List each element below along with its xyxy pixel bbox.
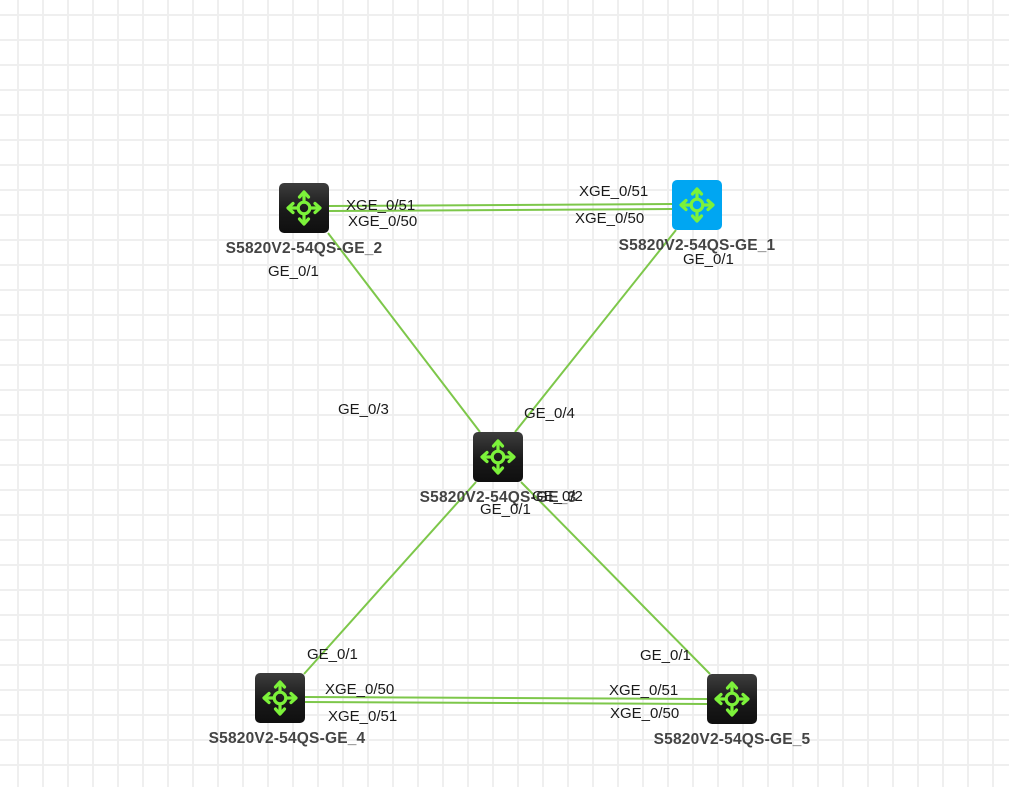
l3-switch-icon [262,680,298,716]
port-label-ge1-ge01: GE_0/1 [683,251,734,268]
link-ge3-ge4[interactable] [303,481,477,675]
node-label-ge4: S5820V2-54QS-GE_4 [208,730,366,747]
link-ge2-ge1-xge50[interactable] [328,208,673,212]
port-label-ge1-xge51: XGE_0/51 [579,183,649,200]
link-ge4-ge5-xge50[interactable] [304,696,708,700]
port-label-ge5-xge51: XGE_0/51 [609,682,679,699]
port-label-ge3-ge01: GE_0/1 [480,501,531,518]
switch-node-ge1[interactable] [672,180,722,230]
l3-switch-icon [714,681,750,717]
port-label-ge4-xge50: XGE_0/50 [325,681,395,698]
l3-switch-icon [679,187,715,223]
port-label-ge3-ge02: GE_0/2 [532,488,583,505]
switch-node-ge4[interactable] [255,673,305,723]
l3-switch-icon [480,439,516,475]
link-ge2-ge3[interactable] [327,232,481,433]
switch-node-ge2[interactable] [279,183,329,233]
port-label-ge3-ge04: GE_0/4 [524,405,575,422]
switch-node-ge3[interactable] [473,432,523,482]
link-ge1-ge3[interactable] [514,229,677,433]
port-label-ge3-ge03: GE_0/3 [338,401,389,418]
port-label-ge1-xge50: XGE_0/50 [575,210,645,227]
port-label-ge2-xge51: XGE_0/51 [346,197,416,214]
link-ge4-ge5-xge51[interactable] [304,701,708,705]
port-label-ge4-xge51: XGE_0/51 [328,708,398,725]
node-label-ge3: S5820V2-54QS-GE_3 [419,489,577,506]
port-label-ge2-xge50: XGE_0/50 [348,213,418,230]
switch-node-ge5[interactable] [707,674,757,724]
port-label-ge5-xge50: XGE_0/50 [610,705,680,722]
node-label-ge5: S5820V2-54QS-GE_5 [653,731,811,748]
node-label-ge1: S5820V2-54QS-GE_1 [618,237,776,254]
node-label-ge2: S5820V2-54QS-GE_2 [225,240,383,257]
port-label-ge2-ge01: GE_0/1 [268,263,319,280]
port-label-ge4-ge01: GE_0/1 [307,646,358,663]
link-ge2-ge1-xge51[interactable] [328,203,673,207]
l3-switch-icon [286,190,322,226]
port-label-ge5-ge01: GE_0/1 [640,647,691,664]
link-ge3-ge5[interactable] [520,481,711,675]
